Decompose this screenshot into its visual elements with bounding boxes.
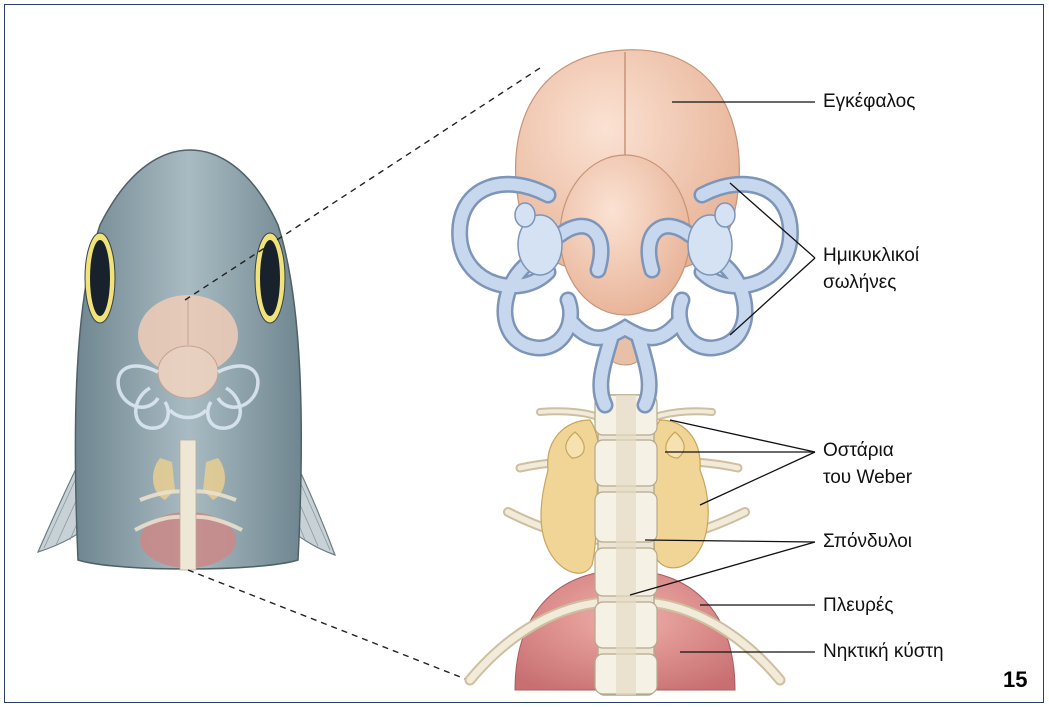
brain bbox=[516, 50, 740, 365]
enlarged-anatomy bbox=[460, 50, 791, 695]
left-eye bbox=[85, 233, 115, 323]
right-eye bbox=[255, 233, 285, 323]
label-brain: Εγκέφαλος bbox=[823, 89, 915, 115]
page-number: 15 bbox=[1003, 667, 1027, 693]
label-ribs: Πλευρές bbox=[823, 593, 894, 619]
label-semicircular-canals-line2: σωλήνες bbox=[823, 270, 896, 296]
label-swim-bladder: Νηκτική κύστη bbox=[823, 639, 944, 665]
label-weberian-ossicles-line2: του Weber bbox=[823, 465, 912, 491]
label-weberian-ossicles-line1: Οστάρια bbox=[823, 438, 894, 464]
label-semicircular-canals-line1: Ημικυκλικοί bbox=[823, 243, 919, 269]
vertebral-column bbox=[595, 395, 657, 695]
fish-head-overview bbox=[38, 68, 540, 680]
label-vertebrae: Σπόνδυλοι bbox=[823, 529, 912, 555]
